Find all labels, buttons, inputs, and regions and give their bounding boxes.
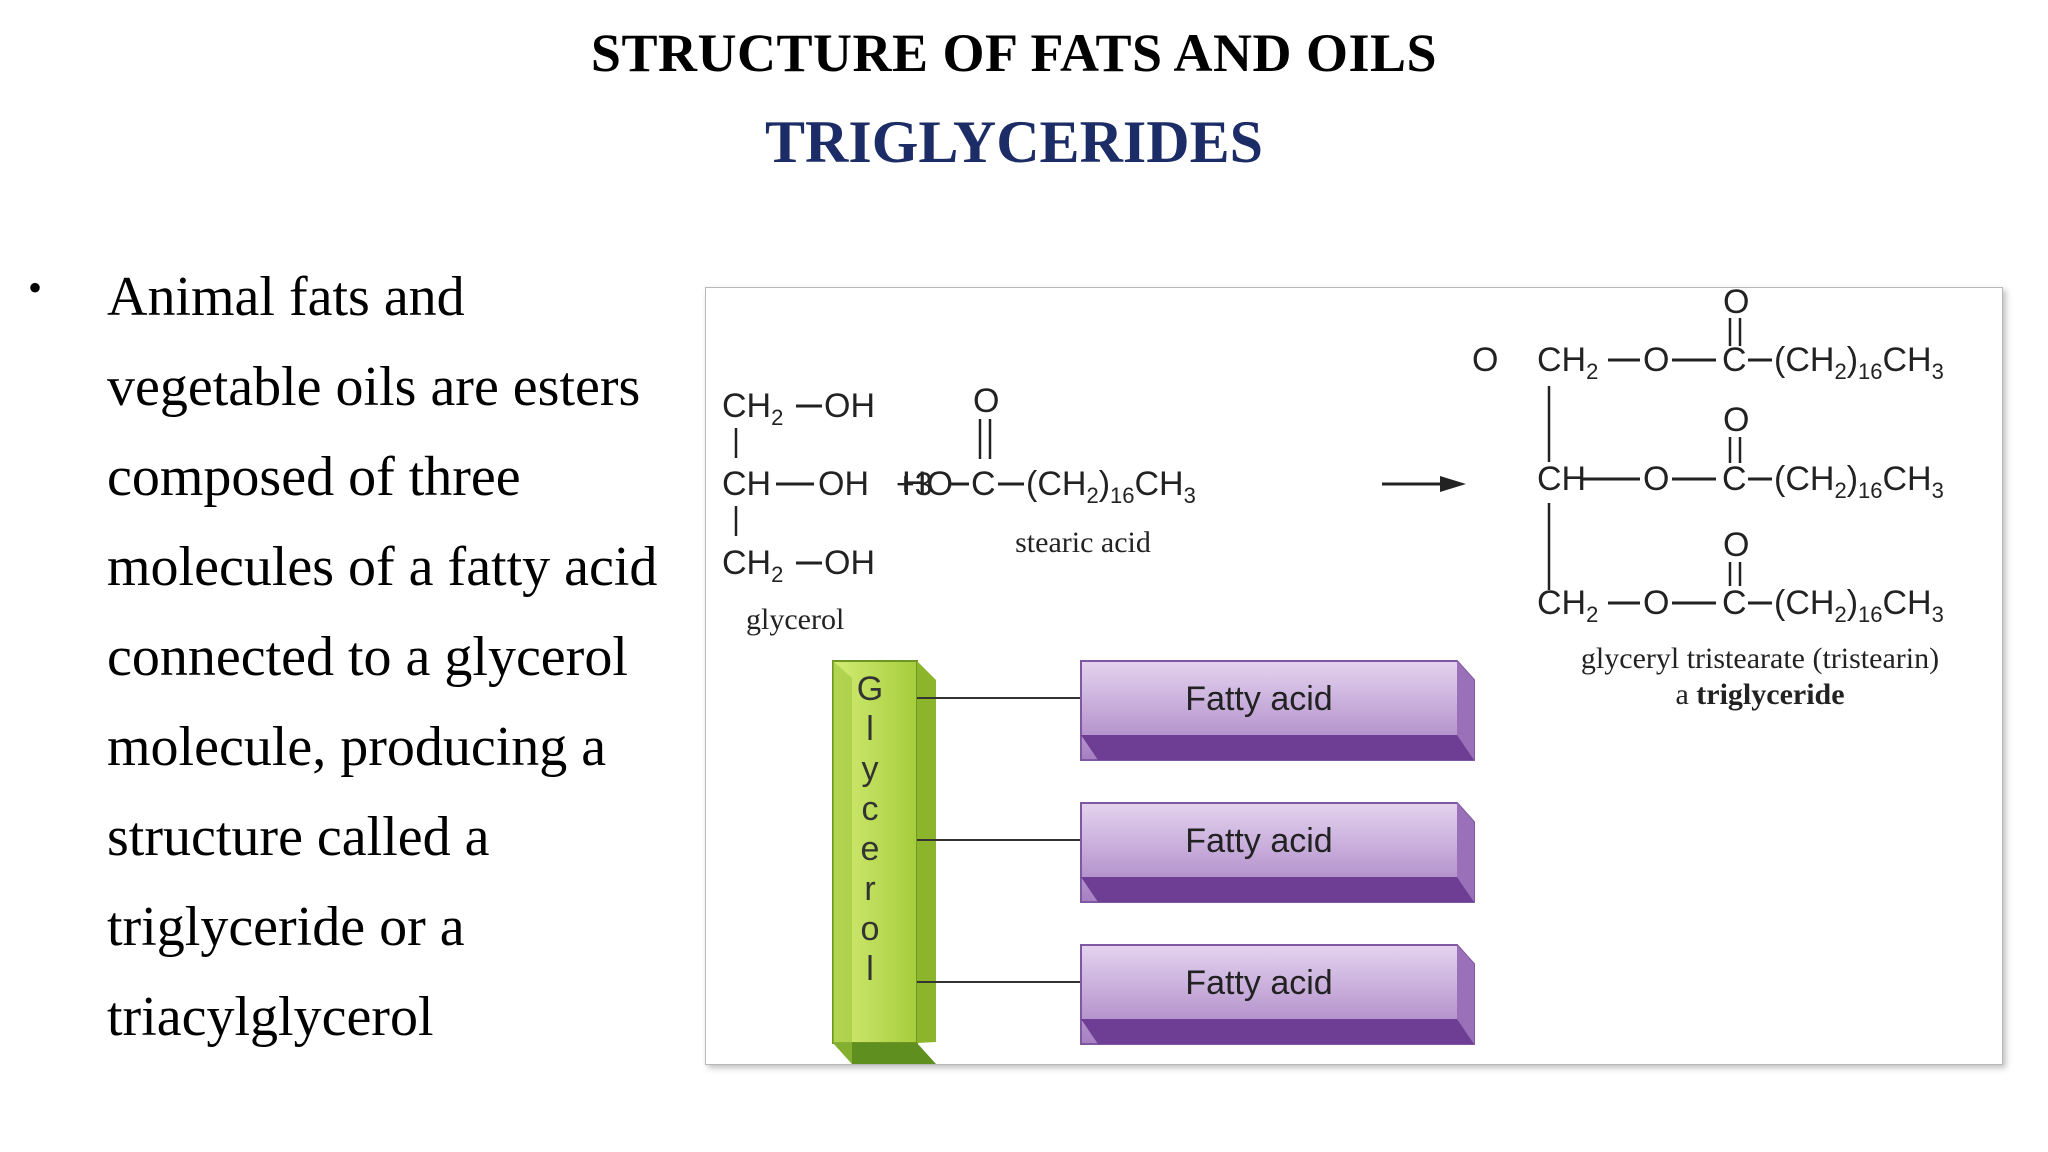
svg-text:CH: CH — [722, 465, 771, 503]
stearic-acid-structure: O C HO (CH2)16CH3 — [902, 382, 1196, 508]
slide-title: STRUCTURE OF FATS AND OILS — [590, 23, 1438, 83]
svg-text:O: O — [973, 382, 999, 420]
svg-text:O: O — [1723, 526, 1749, 564]
fatty-acid-block-1 — [1080, 660, 1475, 761]
svg-text:O: O — [1472, 341, 1498, 379]
glycerol-fatty-acid-connectors — [917, 697, 1081, 983]
svg-text:(CH2)16CH3: (CH2)16CH3 — [1774, 584, 1944, 627]
glycerol-block — [832, 660, 936, 1064]
triglyceride-diagram-panel: CH2 OH CH OH CH2 OH glycerol +3 O C HO (… — [705, 287, 2003, 1065]
svg-text:CH: CH — [1537, 460, 1586, 498]
fatty-acid-block-3 — [1080, 944, 1475, 1045]
fatty-acid-block-2 — [1080, 802, 1475, 903]
bullet-text: Animal fats and vegetable oils are ester… — [107, 266, 658, 1048]
svg-text:OH: OH — [824, 387, 875, 425]
glycerol-letter: y — [862, 750, 879, 788]
glycerol-letter: l — [866, 950, 874, 988]
svg-text:OH: OH — [818, 465, 869, 503]
svg-text:C: C — [1722, 341, 1747, 379]
glycerol-label: glycerol — [746, 603, 844, 636]
glycerol-letter: l — [866, 710, 874, 748]
svg-text:C: C — [1722, 584, 1747, 622]
bullet-marker: • — [28, 265, 43, 310]
coefficient-label: +3 — [896, 466, 932, 502]
svg-text:O: O — [1643, 460, 1669, 498]
svg-text:O: O — [1643, 341, 1669, 379]
stearic-acid-label: stearic acid — [1015, 526, 1151, 559]
svg-text:(CH2)16CH3: (CH2)16CH3 — [1774, 460, 1944, 503]
product-class-label: a triglyceride — [1675, 678, 1844, 711]
glycerol-letter: o — [861, 910, 880, 948]
svg-text:HO: HO — [902, 465, 953, 503]
product-class-word: triglyceride — [1696, 678, 1844, 711]
svg-text:C: C — [971, 465, 996, 503]
glycerol-letter: G — [857, 670, 883, 708]
svg-text:O: O — [1723, 288, 1749, 321]
svg-text:(CH2)16CH3: (CH2)16CH3 — [1026, 465, 1196, 508]
svg-text:CH2: CH2 — [722, 544, 783, 587]
reaction-arrow — [1382, 476, 1466, 492]
tristearin-structure: O O CH2 O C (CH2)16CH3 O CH O C (CH2)16C… — [1472, 288, 1944, 627]
slide-subtitle: TRIGLYCERIDES — [765, 109, 1263, 175]
product-name-label: glyceryl tristearate (tristearin) — [1581, 642, 1939, 675]
svg-text:CH2: CH2 — [1537, 341, 1598, 384]
svg-text:CH2: CH2 — [1537, 584, 1598, 627]
product-class-prefix: a — [1675, 678, 1688, 711]
glycerol-letter: r — [864, 870, 875, 908]
svg-text:(CH2)16CH3: (CH2)16CH3 — [1774, 341, 1944, 384]
svg-text:C: C — [1722, 460, 1747, 498]
svg-text:O: O — [1643, 584, 1669, 622]
glycerol-structure: CH2 OH CH OH CH2 OH — [722, 387, 875, 587]
glycerol-letter: c — [862, 790, 879, 828]
fatty-acid-label-3: Fatty acid — [1185, 964, 1332, 1002]
svg-text:CH2: CH2 — [722, 387, 783, 430]
svg-text:OH: OH — [824, 544, 875, 582]
fatty-acid-label-2: Fatty acid — [1185, 822, 1332, 860]
svg-text:O: O — [1723, 401, 1749, 439]
glycerol-letter: e — [861, 830, 880, 868]
fatty-acid-label-1: Fatty acid — [1185, 680, 1332, 718]
triglyceride-diagram: CH2 OH CH OH CH2 OH glycerol +3 O C HO (… — [722, 288, 1944, 1064]
